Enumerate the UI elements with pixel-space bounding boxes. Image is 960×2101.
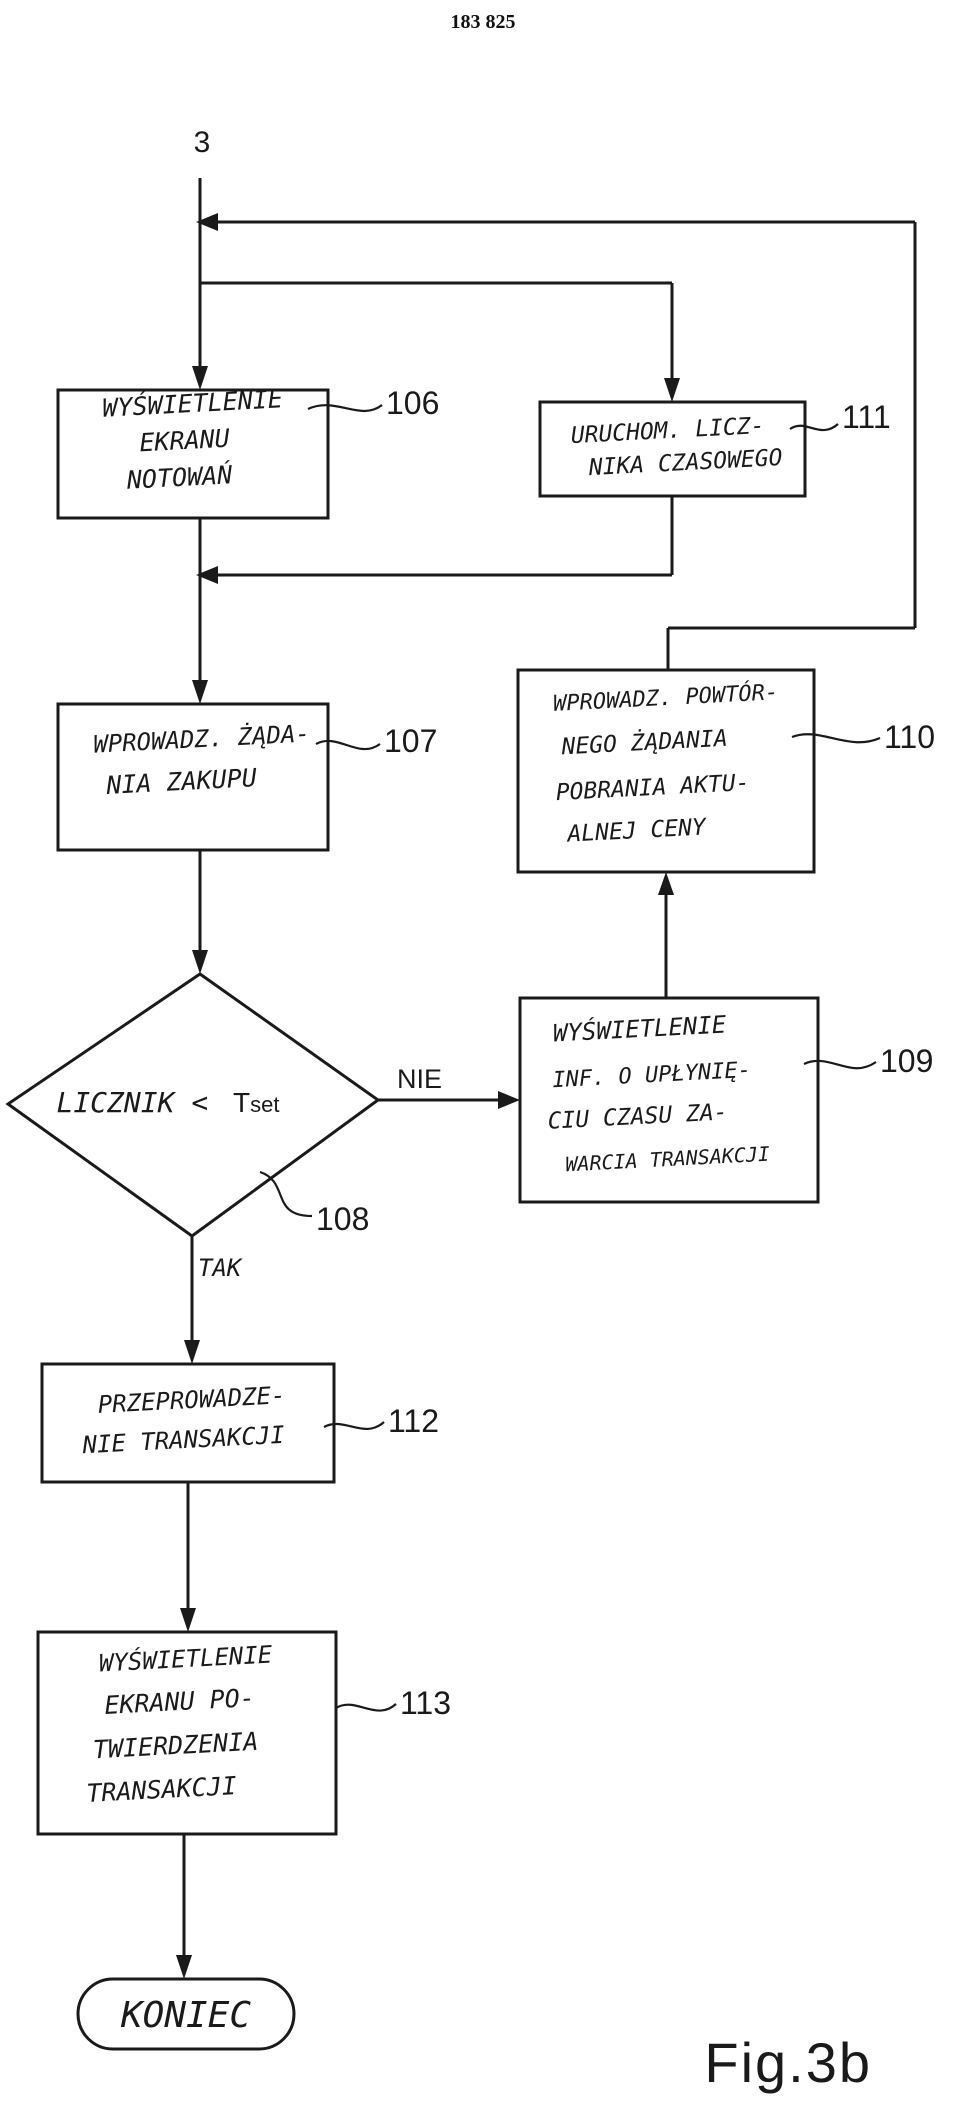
node-113-box: [36, 1630, 338, 1836]
node-107-leader: [315, 739, 381, 751]
node-110-leader: [791, 733, 881, 744]
node-113-leader: [335, 1703, 397, 1712]
arrow-into-106: [192, 366, 208, 390]
node-108-t-main: T: [233, 1087, 250, 1118]
node-112: PRZEPROWADZE- NIE TRANSAKCJI 112: [40, 1362, 439, 1484]
arrow-into-113: [180, 1608, 196, 1632]
arrowheads: [176, 213, 680, 1979]
node-113-ref: 113: [400, 1685, 451, 1721]
branch-no-label: NIE: [397, 1064, 442, 1094]
node-106-line-2: EKRANU: [139, 424, 232, 458]
node-108-label: LICZNIK < Tset: [56, 1086, 279, 1119]
node-110-box: [516, 668, 816, 874]
arrow-loop-return: [196, 213, 218, 231]
node-end: KONIEC: [76, 1977, 296, 2051]
node-107: WPROWADZ. ŻĄDA- NIA ZAKUPU 107: [56, 702, 437, 852]
node-108-ref: 108: [316, 1201, 369, 1237]
node-113: WYŚWIETLENIE EKRANU PO- TWIERDZENIA TRAN…: [36, 1630, 451, 1836]
node-106-ref: 106: [386, 385, 439, 421]
node-106: WYŚWIETLENIE EKRANU NOTOWAŃ 106: [56, 383, 439, 520]
node-108-diamond: [5, 972, 381, 1238]
entry-connector-label: 3: [194, 126, 211, 159]
arrow-into-110: [658, 872, 674, 895]
page-number: 183 825: [451, 11, 516, 33]
node-112-box: [40, 1362, 336, 1484]
arrow-into-107: [192, 680, 208, 704]
arrow-into-111: [664, 378, 680, 402]
node-110: WPROWADZ. POWTÓR- NEGO ŻĄDANIA POBRANIA …: [516, 668, 935, 874]
node-109-box: [518, 996, 820, 1204]
node-107-box: [56, 702, 330, 852]
node-109: WYŚWIETLENIE INF. O UPŁYNIĘ- CIU CZASU Z…: [518, 996, 933, 1204]
node-108-t-sub: set: [250, 1092, 279, 1117]
figure-label: Fig.3b: [704, 2031, 872, 2094]
node-111-box: [538, 400, 807, 498]
node-108-condition: LICZNIK <: [56, 1086, 208, 1119]
node-108-leader: [259, 1170, 313, 1218]
arrow-merge-from-111: [196, 566, 218, 584]
arrow-into-112: [184, 1340, 200, 1364]
arrow-into-end: [176, 1955, 192, 1979]
node-109-ref: 109: [880, 1043, 933, 1079]
node-107-ref: 107: [384, 723, 437, 759]
branch-yes-label: TAK: [198, 1254, 243, 1282]
node-112-leader: [323, 1421, 385, 1430]
arrow-into-109: [498, 1091, 520, 1109]
node-end-terminal: [76, 1977, 296, 2051]
node-111-leader: [789, 423, 839, 432]
connector-lines: [182, 178, 917, 1955]
node-112-ref: 112: [388, 1403, 439, 1439]
node-110-ref: 110: [884, 719, 935, 755]
node-108: LICZNIK < Tset 108 NIE TAK: [5, 972, 442, 1282]
node-111-ref: 111: [842, 399, 891, 435]
arrow-into-108: [192, 950, 208, 974]
node-end-label: KONIEC: [120, 1995, 251, 2036]
node-111: URUCHOM. LICZ- NIKA CZASOWEGO 111: [538, 399, 891, 498]
node-106-leader: [307, 404, 383, 413]
node-106-box: [56, 388, 330, 520]
node-106-line-3: NOTOWAŃ: [125, 459, 234, 495]
node-109-leader: [803, 1059, 877, 1070]
